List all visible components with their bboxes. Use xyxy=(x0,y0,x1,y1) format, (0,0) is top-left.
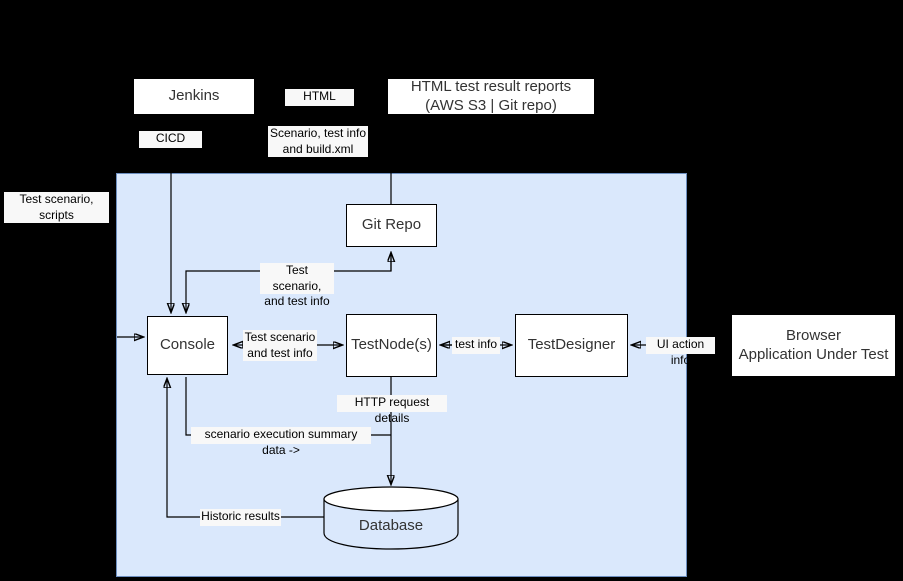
database-cylinder-top xyxy=(323,486,459,512)
node-browser-application-under-test[interactable]: Browser Application Under Test xyxy=(731,314,896,377)
node-html-test-result-reports[interactable]: HTML test result reports (AWS S3 | Git r… xyxy=(387,78,595,115)
edge-label-test-scenario-and-test-info-git: Test scenario, and test info xyxy=(260,263,334,308)
edge-label-http-request-details: HTTP request details xyxy=(337,395,447,425)
node-testdesigner[interactable]: TestDesigner xyxy=(515,314,628,377)
node-jenkins[interactable]: Jenkins xyxy=(133,78,255,115)
edge-label-test-scenario-and-test-info-console: Test scenario and test info xyxy=(243,330,317,361)
edge-label-html-reports: HTML reports xyxy=(285,89,354,119)
edge-label-ui-action-info: UI action info xyxy=(646,337,715,367)
node-git-repo[interactable]: Git Repo xyxy=(346,204,437,247)
database-cylinder-body xyxy=(323,498,459,550)
edge-label-scenario-test-info-build-xml: Scenario, test info and build.xml xyxy=(268,126,368,157)
node-console[interactable]: Console xyxy=(147,316,228,375)
edge-label-test-info: test info xyxy=(452,337,500,354)
edge-label-test-scenario-scripts-and-test-data: Test scenario, scripts and test data xyxy=(4,192,109,237)
wire-database-to-console-historic xyxy=(167,379,324,518)
edge-label-historic-results: Historic results xyxy=(200,509,281,526)
edge-label-cicd-client: CICD Client xyxy=(139,131,202,161)
edge-label-scenario-execution-summary: scenario execution summary data -> xyxy=(191,427,371,457)
node-testnodes[interactable]: TestNode(s) xyxy=(346,314,437,377)
